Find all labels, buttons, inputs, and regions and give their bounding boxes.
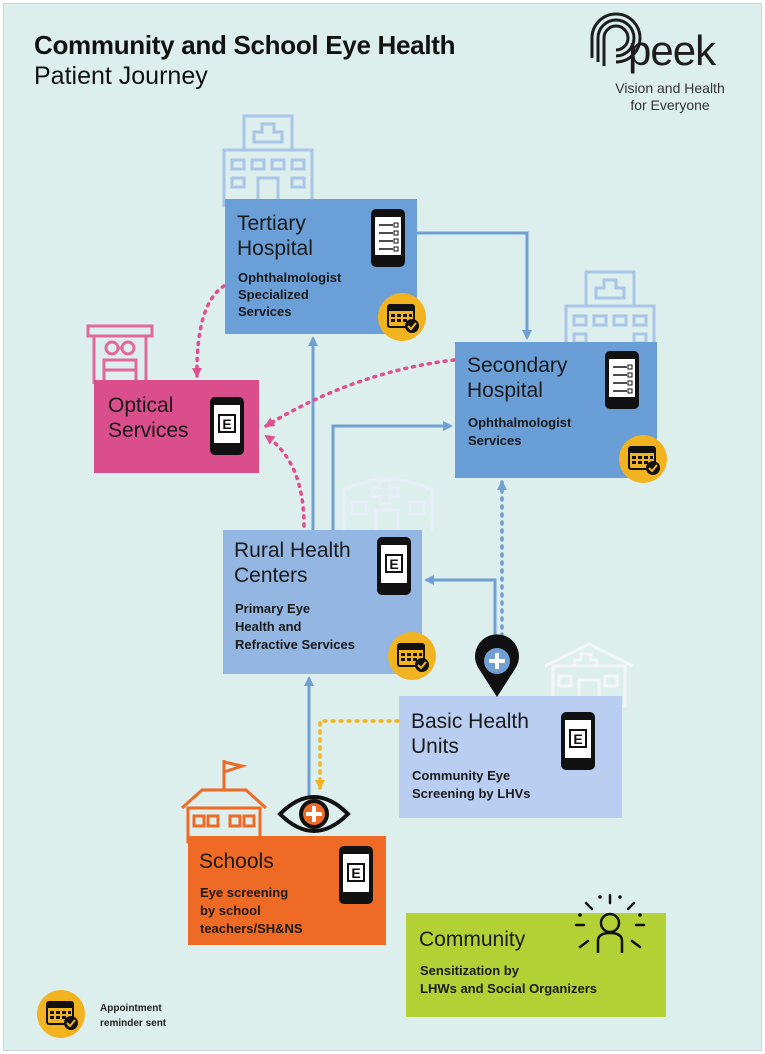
secondary-to-optical-dotted-arrow	[264, 358, 456, 428]
community-box	[406, 913, 666, 1017]
rural-title: Centers	[234, 564, 308, 587]
tertiary-description: Services	[238, 304, 292, 319]
rural-description: Refractive Services	[235, 637, 355, 652]
basic-title: Units	[411, 735, 459, 758]
diagram-frame: Community and School Eye Health Patient …	[3, 3, 762, 1051]
tertiary-hospital-building-icon	[222, 114, 314, 208]
tertiary-to-optical-dotted-arrow	[191, 284, 226, 378]
rural-title: Rural Health	[234, 539, 351, 562]
secondary-description: Ophthalmologist	[468, 415, 572, 430]
basic-description: Community Eye	[412, 768, 511, 783]
secondary-title: Secondary	[467, 354, 568, 377]
legend-label: reminder sent	[100, 1018, 167, 1029]
rural-to-optical-dotted-arrow	[264, 434, 306, 528]
secondary-calendar-check-icon	[618, 434, 668, 484]
schools-description: teachers/SH&NS	[200, 921, 303, 936]
basic-description: Screening by LHVs	[412, 786, 531, 801]
optical-phone-eyechart-icon	[209, 396, 245, 456]
rural-description: Health and	[235, 619, 302, 634]
secondary-title: Hospital	[467, 379, 543, 402]
page-title: Community and School Eye Health	[34, 30, 456, 60]
rural-calendar-check-icon	[387, 631, 437, 681]
tertiary-title: Hospital	[237, 237, 313, 260]
rural-clinic-building-icon	[342, 477, 434, 534]
location-pin-plus-icon	[475, 634, 519, 697]
community-description: Sensitization by	[420, 963, 519, 978]
school-building-icon	[180, 760, 268, 844]
community-person-icon	[574, 893, 646, 953]
secondary-description: Services	[468, 433, 522, 448]
tertiary-description: Ophthalmologist	[238, 270, 342, 285]
basic-to-rural-arrow	[424, 575, 497, 652]
basic-phone-eyechart-icon	[560, 711, 596, 771]
page-subtitle: Patient Journey	[34, 62, 208, 90]
basic-title: Basic Health	[411, 710, 529, 733]
eye-plus-icon	[277, 795, 351, 833]
tertiary-title: Tertiary	[237, 212, 306, 235]
secondary-phone-checklist-icon	[604, 350, 640, 410]
optical-title: Optical	[108, 394, 174, 417]
tertiary-calendar-check-icon	[377, 292, 427, 342]
optical-title: Services	[108, 419, 189, 442]
tertiary-to-secondary-arrow	[417, 231, 532, 340]
logo-tagline: for Everyone	[630, 97, 710, 113]
rural-to-secondary-arrow	[331, 421, 453, 530]
tertiary-description: Specialized	[238, 287, 309, 302]
legend-label: Appointment	[100, 1003, 162, 1014]
logo-wordmark: peek	[628, 27, 716, 74]
rural-description: Primary Eye	[235, 601, 311, 616]
community-title: Community	[419, 928, 526, 951]
schools-title: Schools	[199, 850, 274, 873]
tertiary-phone-checklist-icon	[370, 208, 406, 268]
logo-tagline: Vision and Health	[615, 80, 725, 96]
basic-to-schools-dotted-arrow	[315, 719, 400, 790]
optical-shop-icon	[86, 324, 154, 386]
community-description: LHWs and Social Organizers	[420, 981, 597, 996]
legend-calendar-check-icon	[36, 989, 86, 1039]
schools-description: Eye screening	[200, 885, 289, 900]
schools-phone-eyechart-icon	[338, 845, 374, 905]
rural-phone-eyechart-icon	[376, 536, 412, 596]
schools-description: by school	[200, 903, 261, 918]
secondary-hospital-building-icon	[564, 270, 656, 364]
